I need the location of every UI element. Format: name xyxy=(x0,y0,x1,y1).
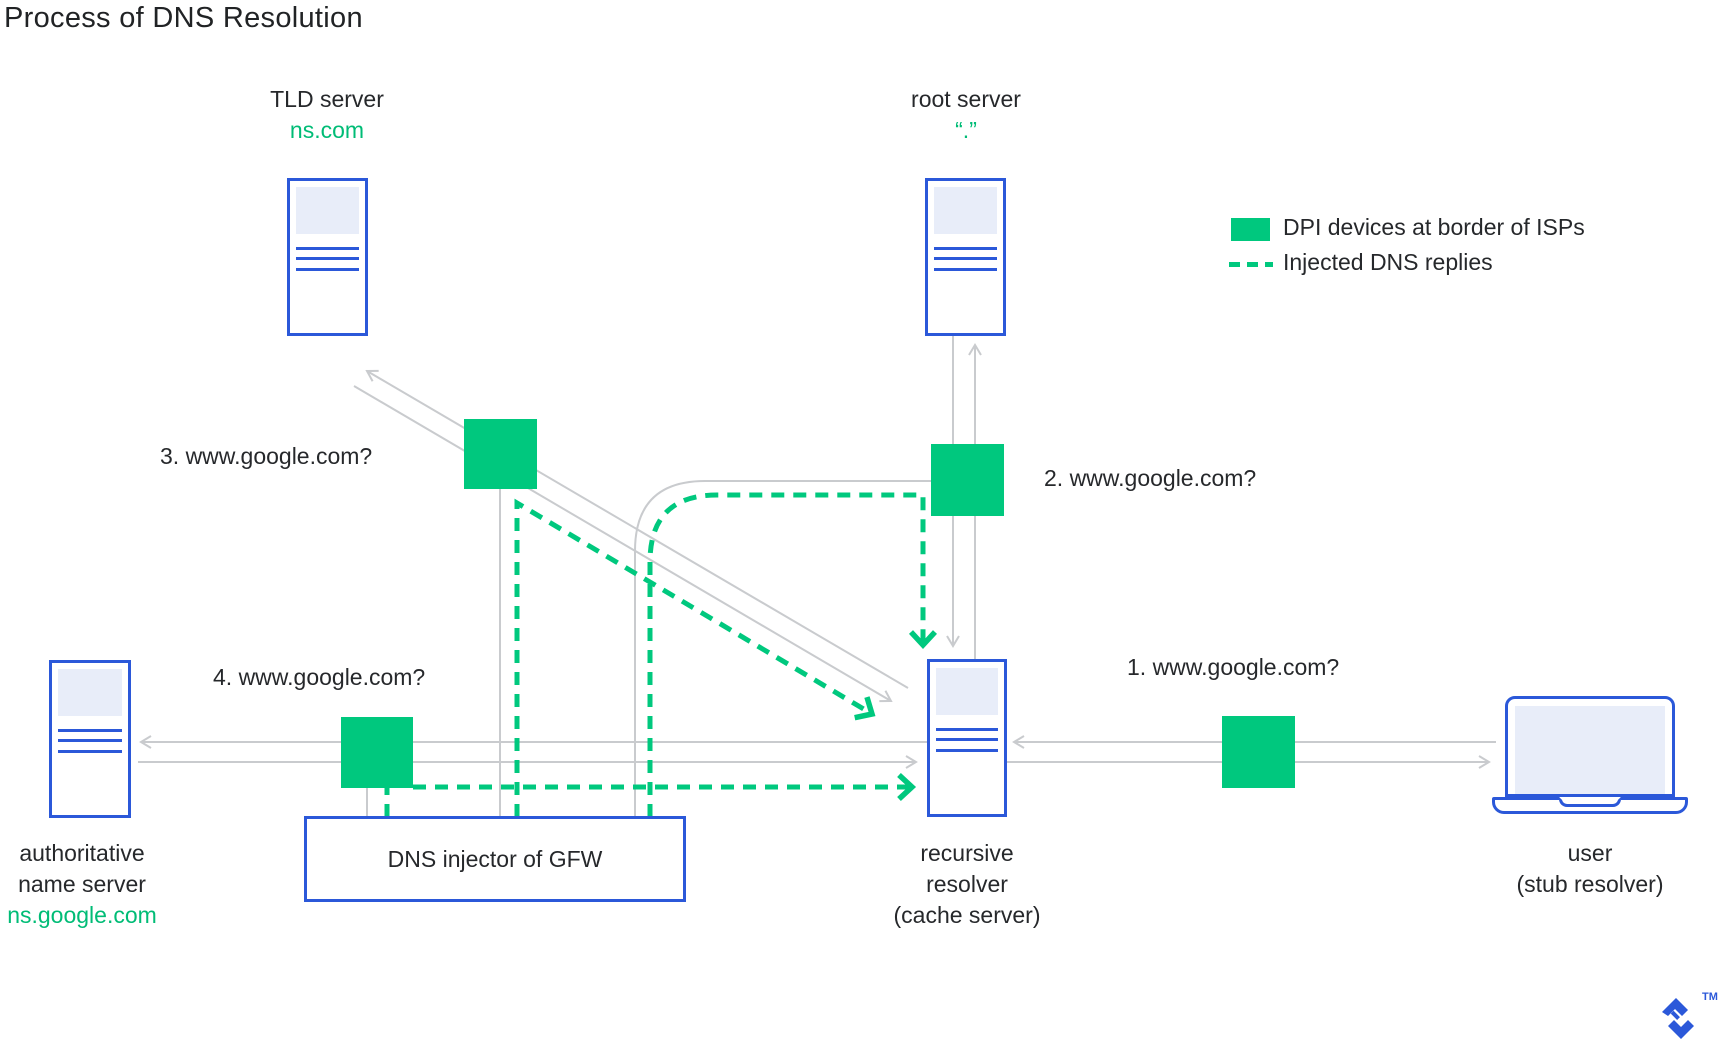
laptop-notch xyxy=(1559,797,1621,807)
server-line xyxy=(934,257,997,260)
auth-server-domain: ns.google.com xyxy=(7,902,157,928)
server-line xyxy=(934,268,997,271)
toptal-tm-text: TM xyxy=(1702,991,1718,1003)
legend-dpi-swatch xyxy=(1231,218,1270,241)
resolver-name-line3: (cache server) xyxy=(893,902,1041,928)
user-name-line2: (stub resolver) xyxy=(1516,871,1664,897)
user-label: user (stub resolver) xyxy=(1490,838,1690,900)
user-laptop-icon xyxy=(1505,696,1675,797)
arrow-response-tld-to-resolver xyxy=(353,385,893,703)
legend-injected-label: Injected DNS replies xyxy=(1283,249,1493,275)
resolver-name-line1: recursive xyxy=(920,840,1014,866)
root-server-icon xyxy=(925,178,1006,336)
dpi-device-4 xyxy=(341,717,413,788)
server-screen xyxy=(936,668,998,715)
query-label-4: 4. www.google.com? xyxy=(213,664,426,690)
recursive-resolver-icon xyxy=(927,659,1007,817)
injected-reply2-to-resolver xyxy=(647,492,923,817)
gfw-injector-box: DNS injector of GFW xyxy=(304,816,686,902)
server-screen xyxy=(934,187,997,234)
query-label-2: 2. www.google.com? xyxy=(1044,465,1257,491)
root-server-name: root server xyxy=(911,86,1021,112)
authoritative-server-icon xyxy=(49,660,131,818)
tld-server-domain: ns.com xyxy=(289,117,365,143)
root-server-label: root server “.” xyxy=(866,84,1066,146)
server-screen xyxy=(58,669,122,716)
server-line xyxy=(934,247,997,250)
legend-dash-swatch xyxy=(1229,262,1273,267)
query-label-1: 1. www.google.com? xyxy=(1127,654,1340,680)
resolver-name-line2: resolver xyxy=(926,871,1008,897)
dpi-device-3 xyxy=(464,419,537,489)
server-line xyxy=(58,750,122,753)
tap-line-dpi2-to-injector xyxy=(634,480,931,817)
legend-dpi-label: DPI devices at border of ISPs xyxy=(1283,214,1585,240)
laptop-screen xyxy=(1515,706,1665,794)
auth-server-name-line2: name server xyxy=(18,871,146,897)
auth-server-name-line1: authoritative xyxy=(19,840,145,866)
laptop-base xyxy=(1492,797,1688,814)
root-server-domain: “.” xyxy=(955,117,977,143)
tld-server-label: TLD server ns.com xyxy=(227,84,427,146)
server-line xyxy=(296,268,359,271)
toptal-logo-bottom-chevron xyxy=(1668,1020,1694,1039)
server-line xyxy=(296,257,359,260)
server-line xyxy=(936,728,998,731)
page-title: Process of DNS Resolution xyxy=(4,2,363,34)
toptal-logo-bar xyxy=(1670,1010,1680,1020)
toptal-logo-icon xyxy=(1662,998,1694,1039)
query-label-3: 3. www.google.com? xyxy=(160,443,373,469)
server-line xyxy=(58,739,122,742)
gfw-injector-label: DNS injector of GFW xyxy=(387,845,603,872)
server-line xyxy=(936,749,998,752)
server-line xyxy=(296,247,359,250)
server-line xyxy=(936,738,998,741)
dpi-device-1 xyxy=(1222,716,1295,788)
authoritative-server-label: authoritative name server ns.google.com xyxy=(0,838,182,931)
dpi-device-2 xyxy=(931,444,1004,516)
injected-reply3-to-resolver xyxy=(514,498,872,817)
recursive-resolver-label: recursive resolver (cache server) xyxy=(867,838,1067,931)
tld-server-name: TLD server xyxy=(270,86,384,112)
toptal-logo-top-chevron xyxy=(1662,998,1688,1016)
injected-dns-reply-arrows xyxy=(384,492,923,817)
tld-server-icon xyxy=(287,178,368,336)
user-name-line1: user xyxy=(1567,840,1613,866)
server-line xyxy=(58,729,122,732)
server-screen xyxy=(296,187,359,234)
